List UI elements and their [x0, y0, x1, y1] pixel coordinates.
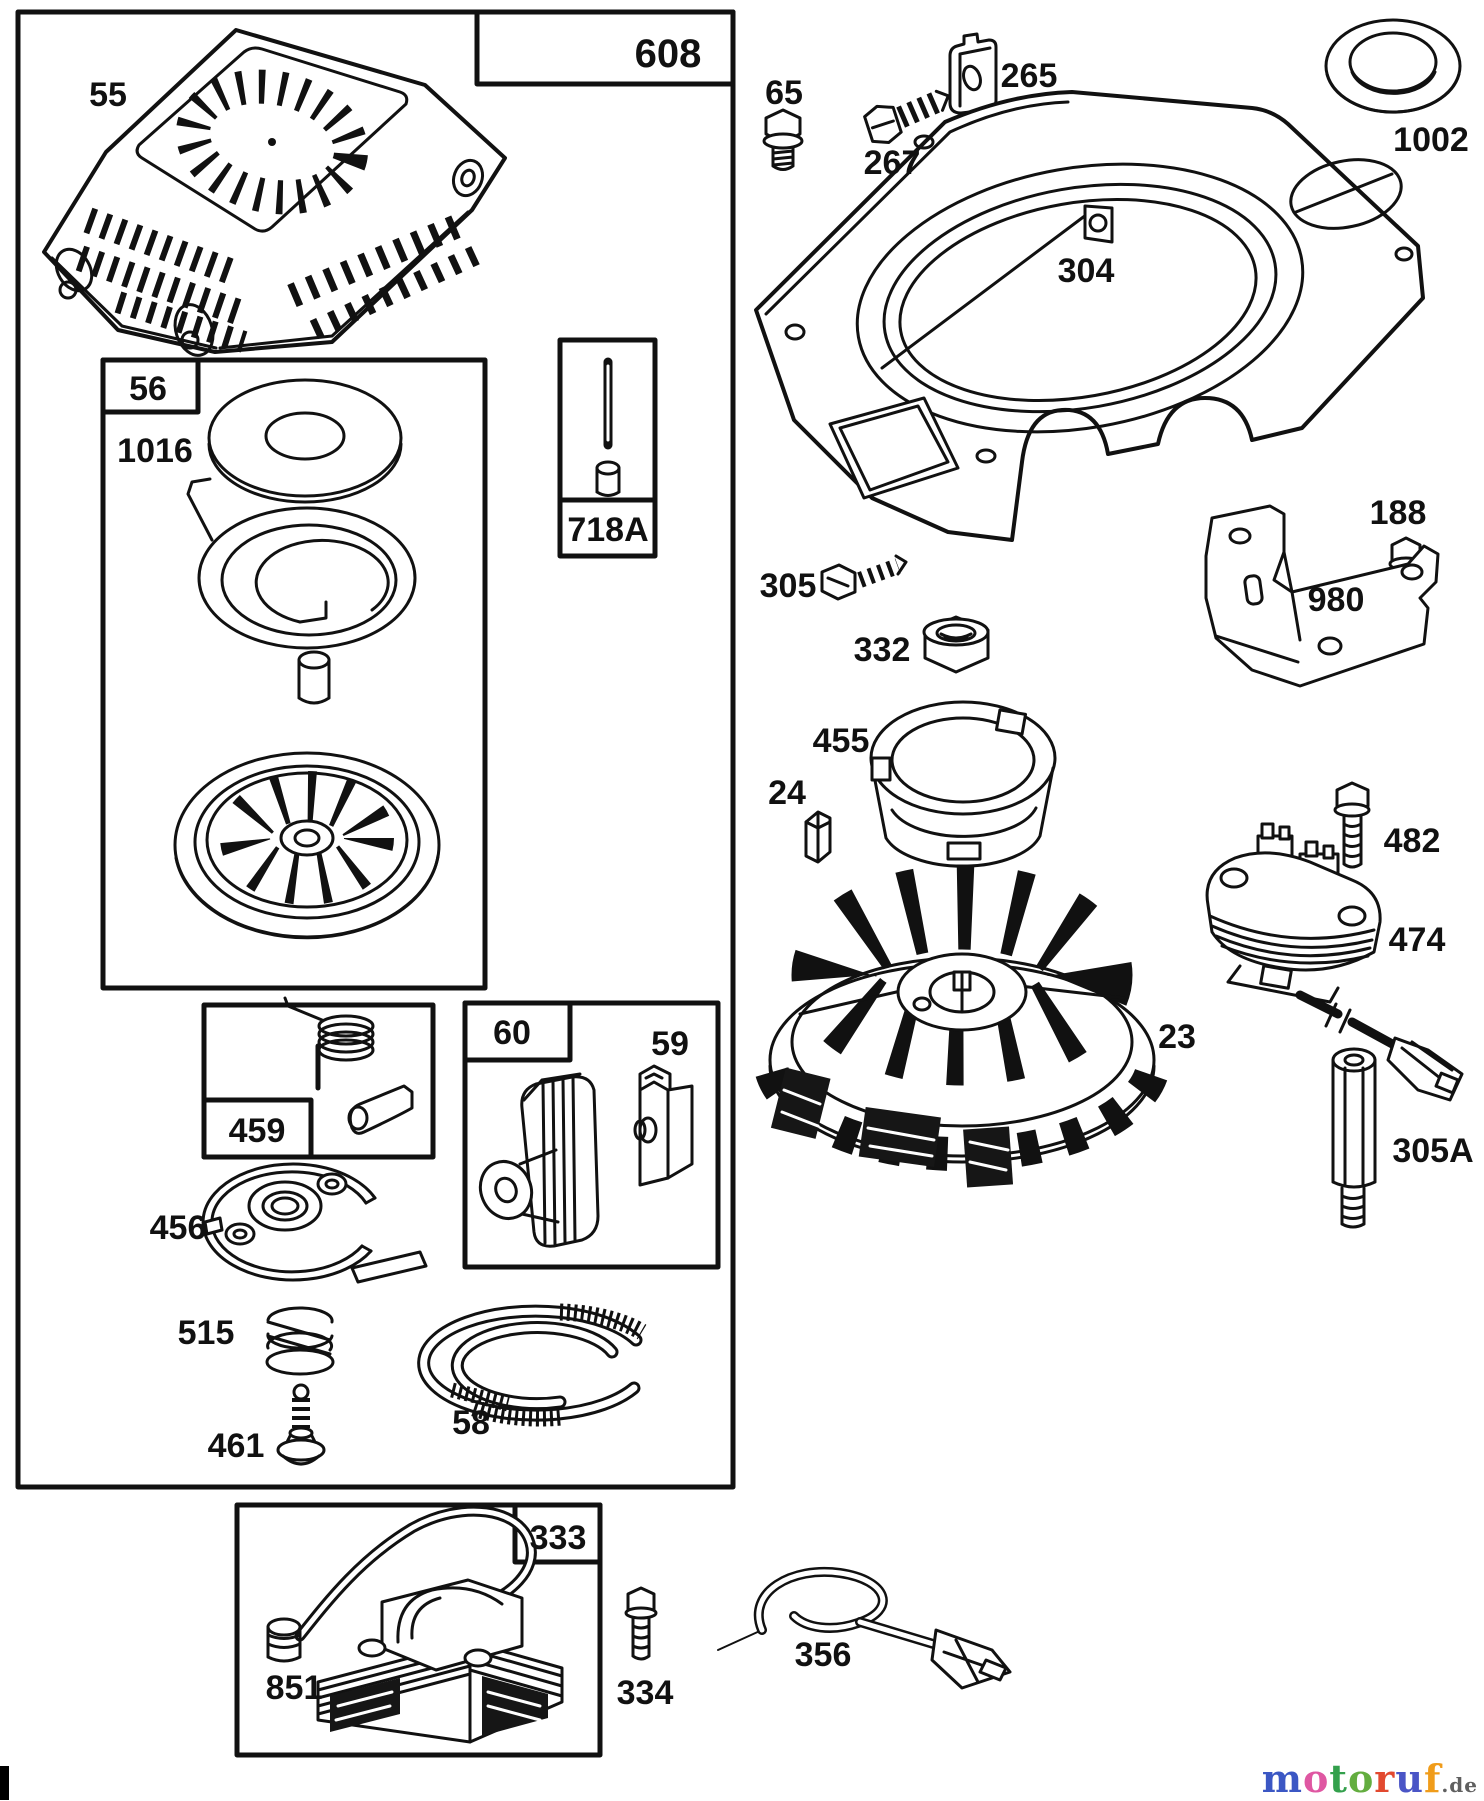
part-1016-washer: [207, 378, 403, 504]
part-455-starter-cup: [869, 700, 1057, 868]
part-label-333: 333: [530, 1519, 587, 1557]
part-label-1016: 1016: [117, 432, 193, 470]
part-461-screw: [276, 1383, 326, 1466]
part-label-980: 980: [1308, 581, 1365, 619]
part-label-55: 55: [89, 76, 127, 114]
logo-letter: o: [1347, 1756, 1375, 1801]
part-label-60: 60: [493, 1014, 531, 1052]
part-356-wire: [717, 1566, 1012, 1690]
part-label-455: 455: [813, 722, 870, 760]
logo-letter: o: [1303, 1756, 1330, 1801]
part-851-coil-assembly: [266, 1505, 564, 1744]
part-label-851: 851: [266, 1669, 323, 1707]
part-label-24: 24: [768, 774, 806, 812]
part-label-305A: 305A: [1392, 1132, 1473, 1170]
part-332-nut: [922, 615, 990, 674]
part-1002-grommet: [1324, 18, 1462, 114]
part-label-461: 461: [208, 1427, 265, 1465]
part-304-cover: [754, 90, 1425, 542]
callout-box-718A: [557, 337, 658, 559]
part-482-screw: [1333, 781, 1371, 869]
part-515-spring: [265, 1306, 335, 1376]
part-305A-standoff: [1331, 1047, 1377, 1229]
part-56-pulley: [173, 751, 441, 940]
scan-artifact: [0, 1766, 9, 1800]
part-label-515: 515: [178, 1314, 235, 1352]
motoruf-logo[interactable]: motoruf.de: [1262, 1760, 1478, 1798]
part-label-459: 459: [229, 1112, 286, 1150]
part-label-474: 474: [1389, 921, 1446, 959]
logo-suffix: .de: [1441, 1773, 1478, 1797]
callout-box-459: [201, 996, 436, 1160]
part-label-356: 356: [795, 1636, 852, 1674]
part-980-bracket: [1204, 504, 1440, 688]
callout-box-608: [474, 9, 736, 87]
part-label-456: 456: [150, 1209, 207, 1247]
part-label-304: 304: [1058, 252, 1115, 290]
part-label-334: 334: [617, 1674, 674, 1712]
part-label-188: 188: [1370, 494, 1427, 532]
part-55-blower-housing: [42, 28, 507, 357]
part-label-59: 59: [651, 1025, 689, 1063]
part-label-332: 332: [854, 631, 911, 669]
part-474-spark-lead: [1295, 990, 1464, 1102]
part-265-clip: [948, 32, 998, 115]
part-label-1002: 1002: [1393, 121, 1469, 159]
part-267-screw: [863, 89, 950, 144]
part-58-starter-rope: [417, 1303, 647, 1427]
logo-letter: u: [1395, 1756, 1424, 1801]
part-23-flywheel: [755, 864, 1169, 1188]
part-24-key: [804, 810, 832, 864]
part-label-65: 65: [765, 74, 803, 112]
part-59-insert: [633, 1064, 694, 1187]
main-group-box: [15, 9, 736, 1490]
part-label-58: 58: [452, 1404, 490, 1442]
part-56-pin: [297, 650, 331, 705]
part-456-clutch: [201, 1162, 428, 1284]
part-label-56: 56: [129, 370, 167, 408]
part-label-718A: 718A: [567, 511, 648, 549]
part-305-screw: [820, 554, 908, 601]
logo-letter: m: [1261, 1756, 1304, 1801]
part-65-screw: [762, 108, 804, 171]
part-334-screw: [624, 1586, 658, 1661]
part-60-starter-grip: [478, 1072, 600, 1248]
part-label-23: 23: [1158, 1018, 1196, 1056]
logo-letter: f: [1423, 1756, 1442, 1801]
part-label-267: 267: [864, 144, 921, 182]
part-label-305: 305: [760, 567, 817, 605]
part-label-608: 608: [635, 32, 702, 76]
logo-letter: t: [1329, 1756, 1348, 1801]
part-label-265: 265: [1001, 57, 1058, 95]
logo-letter: r: [1374, 1756, 1396, 1801]
part-474-ignition-armature: [1205, 822, 1382, 1004]
part-label-482: 482: [1384, 822, 1441, 860]
part-56-rewind-spring: [186, 477, 417, 650]
